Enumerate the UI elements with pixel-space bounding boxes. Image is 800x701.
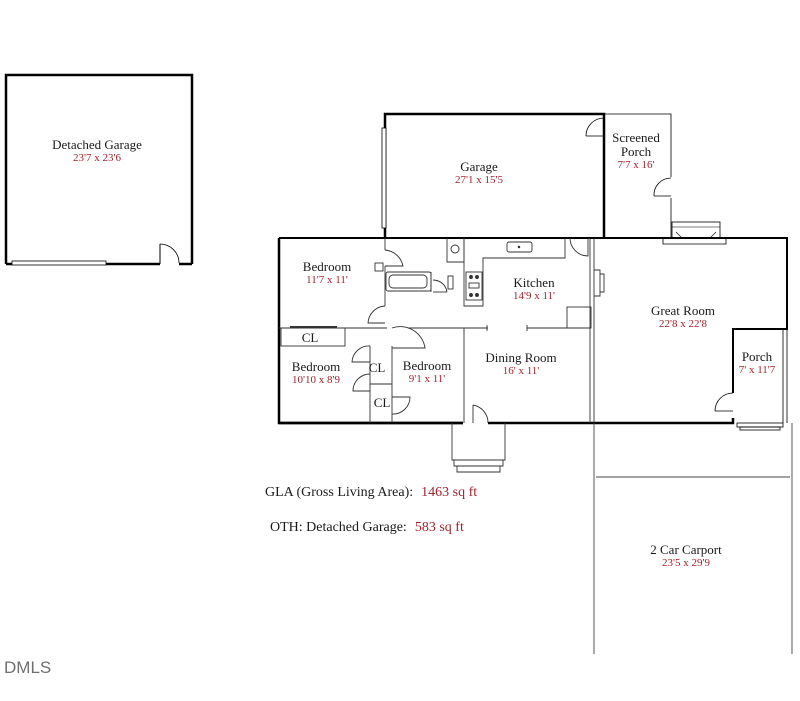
room-bedroom-1: Bedroom 11'7 x 11' <box>303 260 351 287</box>
oth-value: 583 sq ft <box>414 520 464 535</box>
oth-label: OTH: Detached Garage: <box>270 520 407 535</box>
room-name: Bedroom <box>302 259 352 274</box>
room-kitchen: Kitchen 14'9 x 11' <box>513 276 555 303</box>
room-dimensions: 27'1 x 15'5 <box>455 174 503 186</box>
room-name: Bedroom <box>291 359 341 374</box>
room-dimensions: 10'10 x 8'9 <box>292 374 340 386</box>
room-name: 2 Car Carport <box>650 542 722 557</box>
room-dimensions: 14'9 x 11' <box>512 290 556 302</box>
room-great-room: Great Room 22'8 x 22'8 <box>651 304 715 331</box>
front-stoop <box>451 423 506 473</box>
closet-label-3: CL <box>373 395 391 410</box>
room-name-line1: Screened <box>612 130 660 145</box>
room-dimensions: 11'7 x 11' <box>306 274 348 286</box>
carport-outline <box>593 423 793 654</box>
room-dimensions: 16' x 11' <box>502 365 540 377</box>
room-dimensions: 23'7 x 23'6 <box>73 152 121 164</box>
room-dimensions: 7' x 11'7 <box>738 364 776 376</box>
detached-garage-outline <box>4 73 194 266</box>
room-name: Detached Garage <box>52 137 142 152</box>
room-name: Dining Room <box>485 350 557 365</box>
room-dimensions: 22'8 x 22'8 <box>659 318 707 330</box>
room-screened-porch: Screened Porch 7'7 x 16' <box>612 131 660 172</box>
room-bedroom-3: Bedroom 9'1 x 11' <box>403 359 451 386</box>
room-name: Kitchen <box>513 275 555 290</box>
closet-label-1: CL <box>301 330 319 345</box>
gla-value: 1463 sq ft <box>421 485 478 500</box>
closet-label-2: CL <box>368 360 386 375</box>
room-dimensions: 7'7 x 16' <box>617 159 655 171</box>
gla-label: GLA (Gross Living Area): <box>265 485 414 500</box>
oth-summary: OTH: Detached Garage: 583 sq ft <box>270 520 464 536</box>
room-dining-room: Dining Room 16' x 11' <box>485 351 556 378</box>
interior-walls <box>279 237 605 424</box>
room-name: Great Room <box>651 303 715 318</box>
room-name-line2: Porch <box>620 144 652 159</box>
room-dimensions: 9'1 x 11' <box>408 373 446 385</box>
room-name: Bedroom <box>402 358 452 373</box>
room-name: Garage <box>460 159 498 174</box>
room-porch: Porch 7' x 11'7 <box>739 350 776 377</box>
gla-summary: GLA (Gross Living Area): 1463 sq ft <box>265 485 477 501</box>
room-detached-garage: Detached Garage 23'7 x 23'6 <box>52 138 142 165</box>
room-dimensions: 23'5 x 29'9 <box>662 557 710 569</box>
mls-watermark: DMLS <box>4 658 52 677</box>
main-house-walls <box>277 112 788 431</box>
room-carport: 2 Car Carport 23'5 x 29'9 <box>650 543 721 570</box>
room-garage: Garage 27'1 x 15'5 <box>455 160 503 187</box>
room-name: Porch <box>741 349 773 364</box>
room-bedroom-2: Bedroom 10'10 x 8'9 <box>292 360 340 387</box>
